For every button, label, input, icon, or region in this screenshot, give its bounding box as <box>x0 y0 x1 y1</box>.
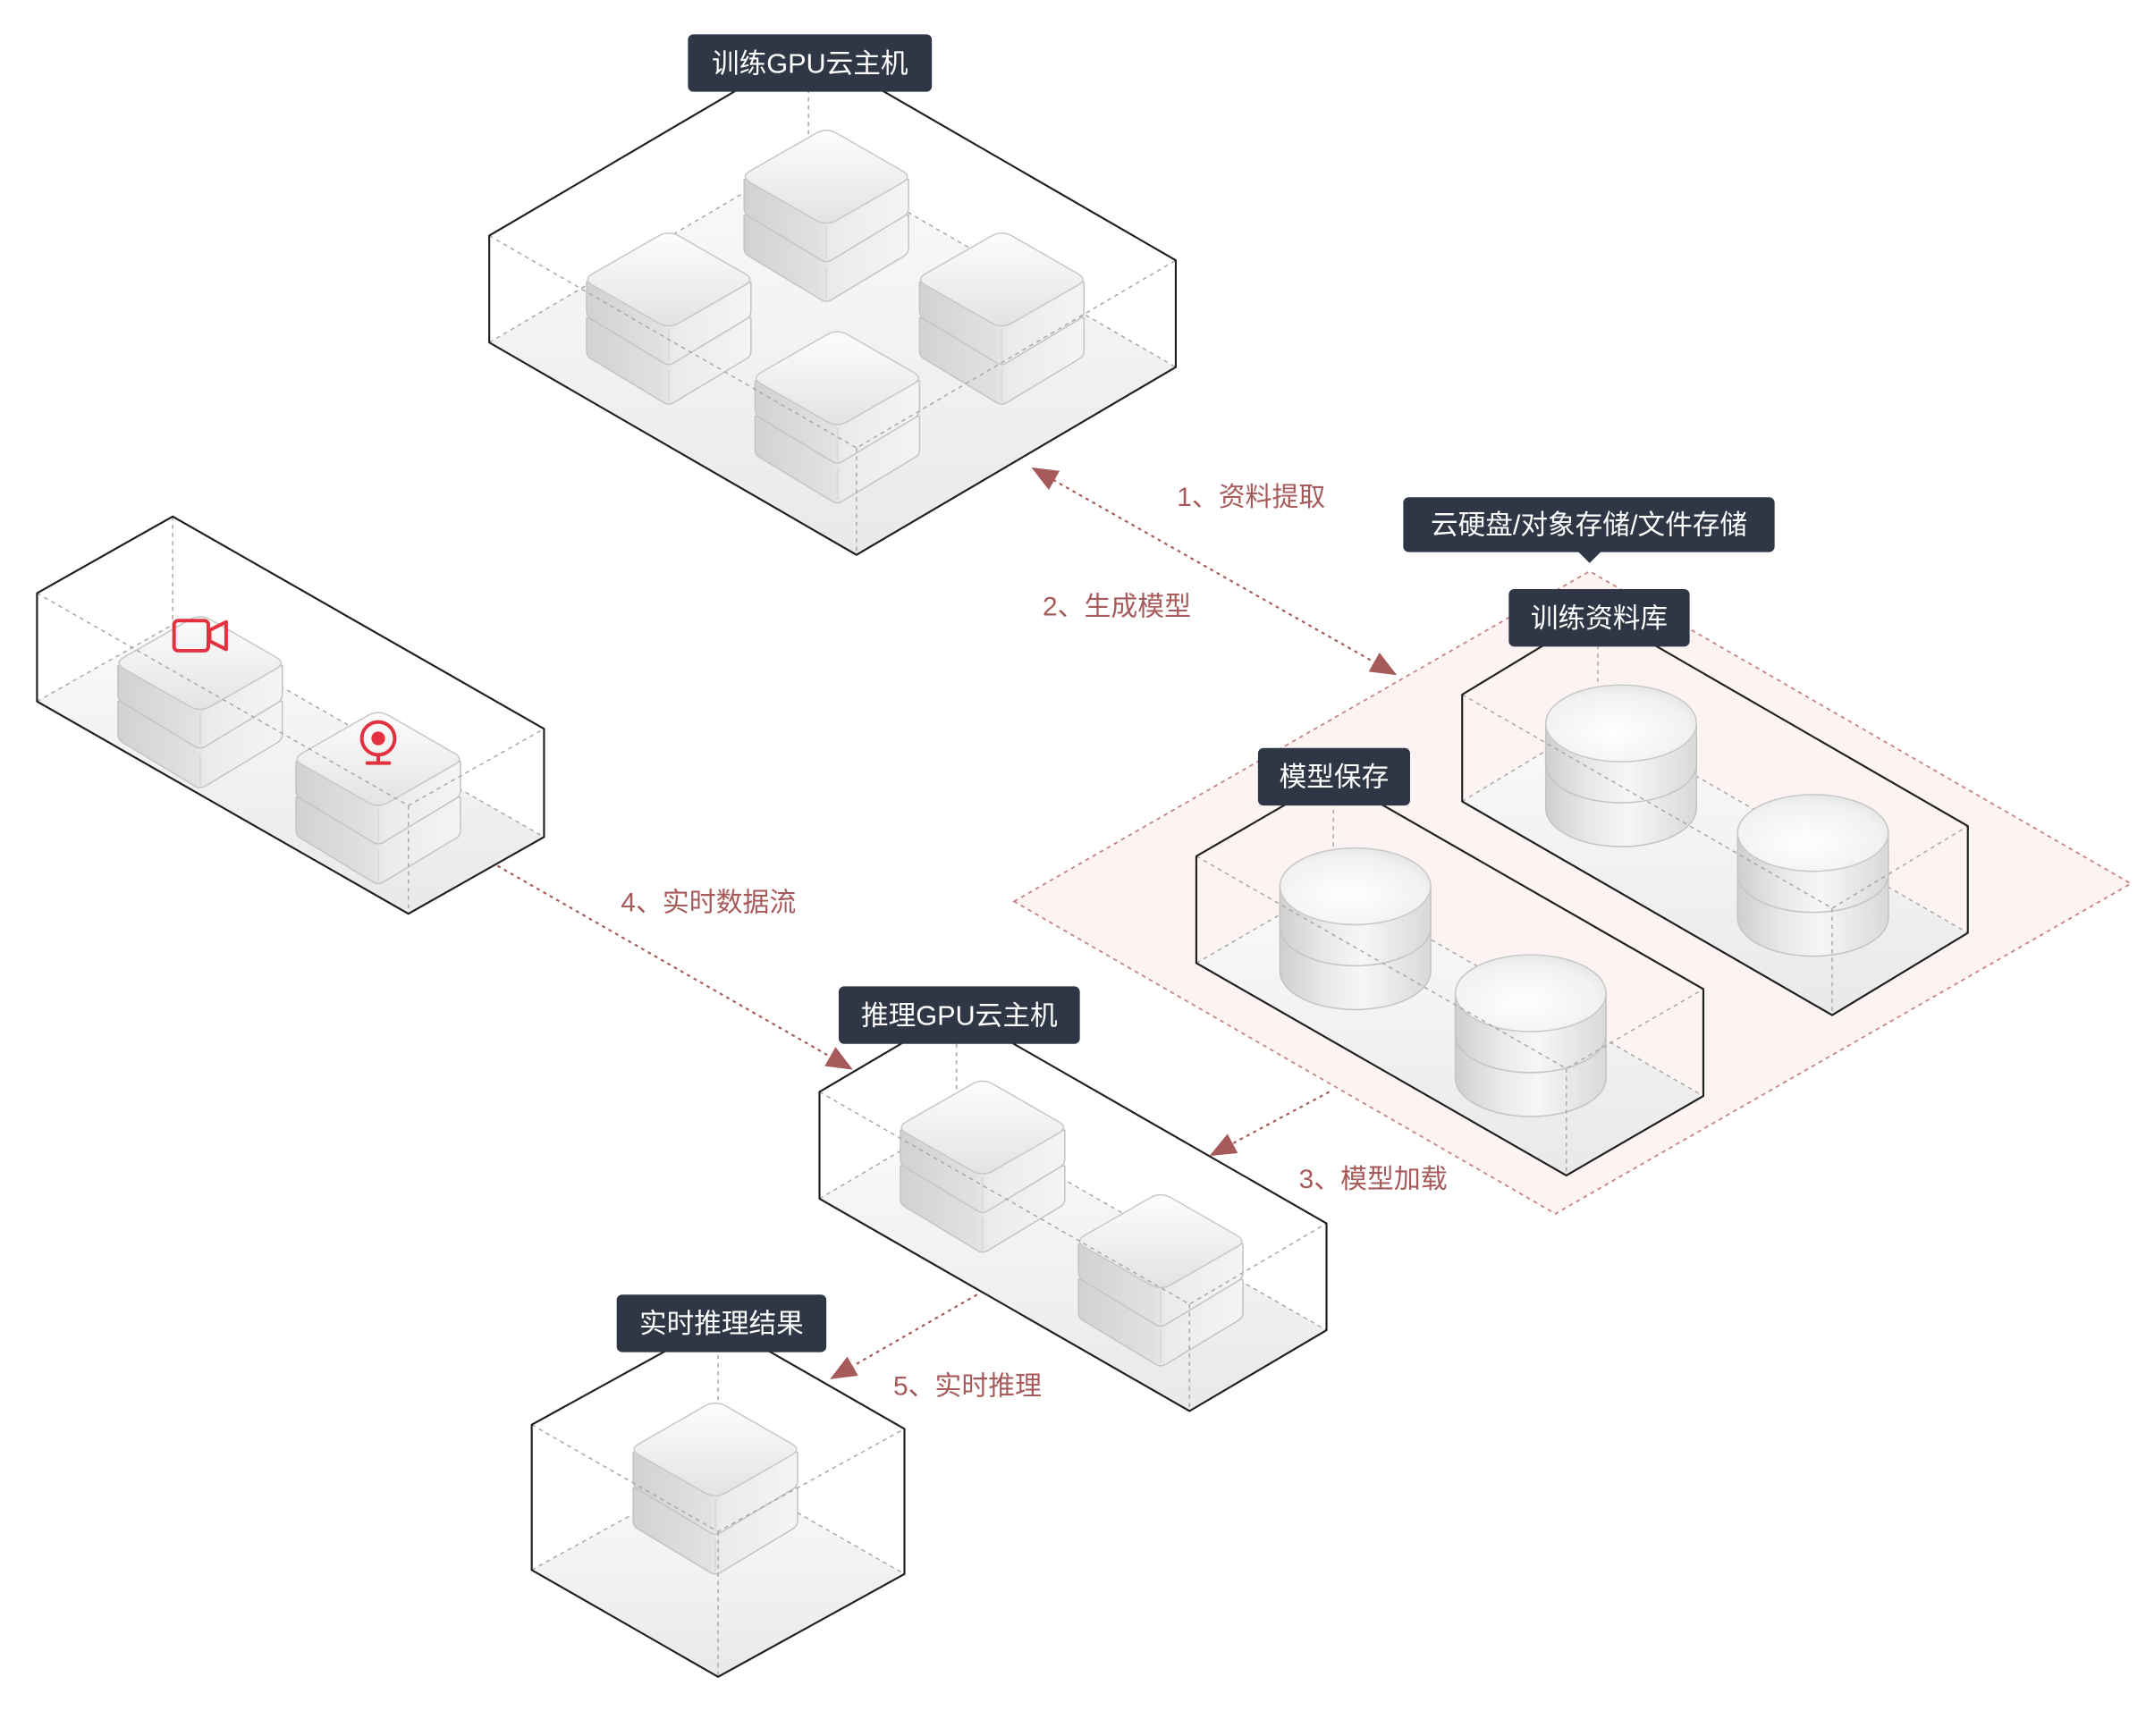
storage-cylinder <box>1454 954 1607 1117</box>
label-background <box>1508 588 1690 647</box>
inference-gpu-host <box>818 1009 1328 1412</box>
label-inference-gpu: 推理GPU云主机 <box>838 986 1080 1044</box>
label-text: 训练资料库 <box>1531 603 1668 634</box>
label-background <box>838 986 1080 1044</box>
label-training-gpu: 训练GPU云主机 <box>688 34 933 92</box>
flow-arrow-5 <box>830 1294 978 1379</box>
label-text: 实时推理结果 <box>639 1309 804 1339</box>
inference-result-host <box>530 1320 906 1678</box>
box-floor <box>37 624 545 914</box>
label-background <box>1403 497 1775 552</box>
box-front-edges <box>1461 694 1969 1015</box>
box-outline <box>36 515 545 915</box>
webcam-icon <box>359 720 397 765</box>
box-front-edges <box>37 592 545 914</box>
flow-arrow-1-2 <box>1031 467 1398 676</box>
label-storage: 云硬盘/对象存储/文件存储 <box>1403 497 1775 563</box>
storage-cylinder <box>1279 847 1432 1011</box>
box-floor <box>819 1117 1327 1412</box>
label-pointer <box>1576 551 1602 563</box>
camera-devices <box>36 515 545 915</box>
video-camera-icon <box>172 619 228 653</box>
flow-arrow-3 <box>1209 1091 1331 1157</box>
label-model-save: 模型保存 <box>1257 747 1410 806</box>
label-training-data: 训练资料库 <box>1508 588 1690 647</box>
storage-cylinder <box>1736 794 1889 957</box>
flow-label-3: 3、模型加载 <box>1299 1165 1448 1194</box>
flow-label-1: 1、资料提取 <box>1177 483 1325 512</box>
label-inference-result: 实时推理结果 <box>616 1294 827 1353</box>
label-background <box>688 34 933 92</box>
storage-cylinder <box>1544 684 1698 847</box>
label-background <box>616 1294 827 1353</box>
box-front-edges <box>1196 855 1704 1176</box>
box-front-edges <box>488 234 1177 555</box>
label-text: 训练GPU云主机 <box>712 48 908 79</box>
box-back-edges <box>531 1321 905 1575</box>
box-front-edges <box>531 1424 905 1677</box>
flow-label-2: 2、生成模型 <box>1043 592 1191 621</box>
flow-label-4: 4、实时数据流 <box>621 888 796 917</box>
label-background <box>1257 747 1410 806</box>
label-text: 云硬盘/对象存储/文件存储 <box>1431 510 1747 541</box>
training-gpu-host <box>488 46 1178 556</box>
label-text: 推理GPU云主机 <box>861 1000 1058 1031</box>
storage-zone <box>1012 569 2133 1215</box>
flow-label-5: 5、实时推理 <box>893 1371 1042 1401</box>
flow-arrow-4 <box>496 864 853 1070</box>
label-text: 模型保存 <box>1280 763 1390 793</box>
